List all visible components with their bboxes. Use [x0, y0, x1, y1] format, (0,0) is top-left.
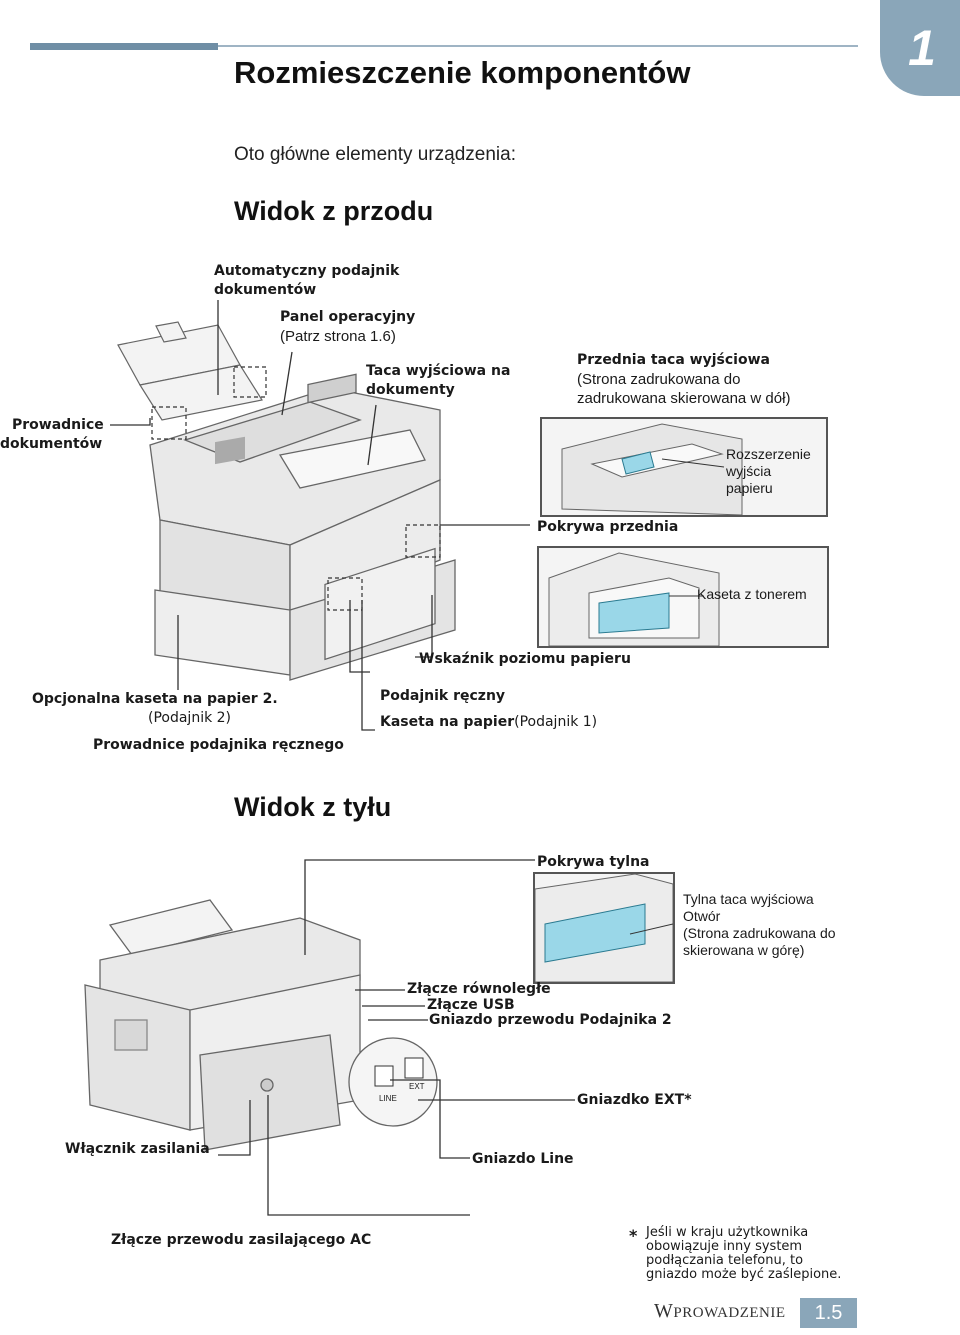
label-adf-line2: dokumentów [214, 282, 317, 298]
label-panel-line1: Panel operacyjny [280, 309, 416, 325]
label-rear-output-line2: Otwór [683, 908, 721, 924]
footer-initial: W [654, 1300, 674, 1322]
footnote-line4: gniazdo może być zaślepione. [646, 1267, 842, 1282]
inset-output-extension [540, 417, 828, 517]
label-front-output-line1: Przednia taca wyjściowa [577, 352, 770, 368]
label-rear-output-line3: (Strona zadrukowana do [683, 925, 836, 941]
label-rear-cover: Pokrywa tylna [537, 854, 650, 870]
label-line-socket: Gniazdo Line [472, 1151, 574, 1167]
intro-text: Oto główne elementy urządzenia: [234, 144, 516, 165]
inset-rear-cover [533, 872, 675, 984]
front-view-heading: Widok z przodu [234, 196, 434, 226]
label-paper-level: Wskaźnik poziomu papieru [419, 651, 631, 667]
label-front-output-line2: (Strona zadrukowana do [577, 371, 741, 388]
label-usb: Złącze USB [427, 997, 515, 1013]
footnote-star: * [629, 1226, 638, 1245]
label-front-cover: Pokrywa przednia [537, 519, 679, 535]
rear-leader-lines [218, 859, 575, 1216]
footnote-line3: podłączania telefonu, to [646, 1253, 804, 1268]
label-paper-tray-bold: Kaseta na papier [380, 714, 515, 730]
label-doc-output-line1: Taca wyjściowa na [366, 363, 511, 379]
label-tray2-socket: Gniazdo przewodu Podajnika 2 [429, 1012, 672, 1028]
keypad-drawing [215, 436, 245, 465]
label-parallel: Złącze równoległe [407, 981, 551, 997]
page-title: Rozmieszczenie komponentów [234, 55, 691, 90]
output-extension-drawing [561, 423, 743, 516]
label-doc-output-line2: dokumenty [366, 382, 455, 398]
footnote-line1: Jeśli w kraju użytkownika [646, 1225, 809, 1240]
label-ac-connector: Złącze przewodu zasilającego AC [111, 1232, 372, 1248]
jack-line-label: LINE [379, 1094, 397, 1103]
inset-toner [537, 546, 829, 648]
label-extension-line2: wyjścia [726, 463, 772, 479]
jack-ext-label: EXT [409, 1082, 425, 1091]
label-paper-tray-rest: (Podajnik 1) [514, 714, 598, 730]
label-manual-feeder: Podajnik ręczny [380, 688, 506, 704]
jack-zoom-drawing [348, 1037, 438, 1127]
label-doc-guides-line1: Prowadnice [12, 417, 104, 433]
toner-drawing [548, 552, 720, 647]
label-optional-tray-line2: (Podajnik 2) [148, 710, 232, 726]
footer-rest: PROWADZENIE [673, 1305, 786, 1321]
header-rule-thin [218, 45, 858, 47]
rear-printer-drawing [84, 899, 361, 1151]
label-power-switch: Włącznik zasilania [65, 1141, 210, 1157]
label-rear-output-line1: Tylna taca wyjściowa [683, 891, 814, 907]
label-panel-line2: (Patrz strona 1.6) [280, 328, 396, 345]
label-extension-line1: Rozszerzenie [726, 446, 811, 462]
front-leader-lines [110, 300, 530, 731]
label-toner: Kaseta z tonerem [697, 586, 807, 602]
footnote-line2: obowiązuje inny system [646, 1239, 803, 1254]
callout-boxes [151, 366, 441, 611]
adf-tray-drawing [117, 321, 263, 421]
label-front-output-line3: zadrukowana skierowana w dół) [577, 390, 791, 407]
label-rear-output-line4: skierowana w górę) [683, 942, 805, 958]
header-rule-thick [30, 43, 218, 50]
label-ext-socket: Gniazdko EXT* [577, 1092, 692, 1108]
label-adf-line1: Automatyczny podajnik [214, 263, 400, 279]
label-optional-tray-line1: Opcjonalna kaseta na papier 2. [32, 691, 278, 707]
rear-view-heading: Widok z tyłu [234, 792, 392, 822]
label-manual-guides: Prowadnice podajnika ręcznego [93, 737, 344, 753]
label-doc-guides-line2: dokumentów [0, 436, 103, 452]
label-extension-line3: papieru [726, 480, 773, 496]
page-number: 1.5 [800, 1298, 857, 1328]
label-paper-tray: Kaseta na papier(Podajnik 1) [380, 713, 597, 732]
footer-chapter-name: WPROWADZENIE [654, 1300, 786, 1323]
printer-body-drawing [149, 373, 456, 681]
chapter-tab: 1 [880, 0, 960, 96]
rear-cover-drawing [534, 873, 674, 983]
